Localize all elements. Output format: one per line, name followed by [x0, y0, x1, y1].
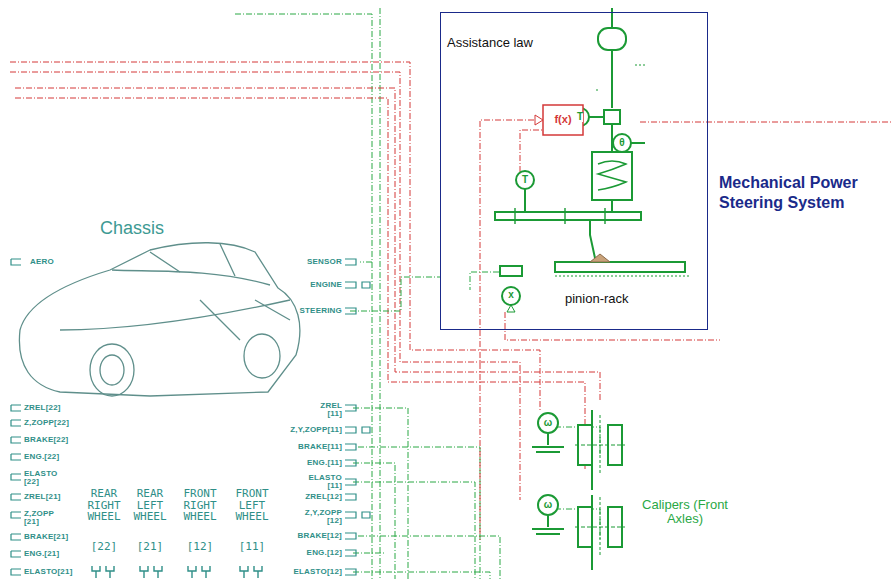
box-title: Assistance law: [447, 35, 533, 51]
port-name: BRAKE[12]: [298, 532, 342, 540]
group-label: Calipers (Front Axles): [635, 498, 735, 525]
port-name: Z,Y,ZOPP [12]: [296, 509, 342, 526]
port-name: Z,Y,ZOPP[11]: [290, 426, 342, 434]
symbol-letter: ω: [544, 418, 552, 429]
part-name: pinion-rack: [565, 292, 629, 306]
port-name: ELASTO[21]: [24, 568, 73, 576]
wheel-index: [11]: [239, 541, 266, 553]
port-name: BRAKE[22]: [24, 436, 68, 444]
wheel-index: [21]: [137, 541, 164, 553]
port-name: ZREL[21]: [24, 493, 61, 501]
symbol-letter: ω: [544, 500, 552, 511]
port-name: STEERING: [300, 307, 343, 315]
port-name: AERO: [30, 258, 54, 266]
port-name: Z,ZOPP[22]: [24, 419, 69, 427]
symbol-letter: θ: [619, 138, 624, 149]
port-name: Z,ZOPP [21]: [24, 510, 64, 527]
wheel-name: REAR LEFT WHEEL: [127, 488, 173, 523]
wheel-name: FRONT RIGHT WHEEL: [174, 488, 226, 523]
wheel-index: [12]: [187, 541, 214, 553]
port-name: ENG.[12]: [307, 549, 342, 557]
port-name: ENG.[22]: [24, 453, 59, 461]
system-heading: Mechanical Power Steering System: [719, 173, 884, 213]
port-name: ELASTO[12]: [293, 568, 342, 576]
symbol-letter: T: [522, 175, 528, 186]
port-name: SENSOR: [307, 258, 342, 266]
port-name: ZREL[12]: [305, 493, 342, 501]
wheel-index: [22]: [91, 541, 118, 553]
system-box: Assistance lawMechanical Power Steering …: [440, 12, 708, 330]
port-name: ENG.[21]: [24, 550, 59, 558]
symbol-letter: T: [577, 112, 583, 123]
port-name: ELASTO [22]: [24, 470, 58, 487]
port-name: BRAKE[11]: [298, 443, 342, 451]
symbol-letter: x: [508, 290, 514, 301]
port-name: ZREL[22]: [24, 404, 61, 412]
port-name: ZREL [11]: [308, 402, 342, 419]
wheel-name: FRONT LEFT WHEEL: [229, 488, 275, 523]
port-name: BRAKE[21]: [24, 533, 68, 541]
port-name: ENGINE: [310, 281, 342, 289]
chassis-block: Chassis: [5, 215, 350, 577]
signal-connector: [350, 277, 440, 311]
wheel-name: REAR RIGHT WHEEL: [81, 488, 127, 523]
symbol-letter: f(x): [554, 114, 571, 126]
port-name: ENG.[11]: [307, 459, 342, 467]
port-name: ELASTO [11]: [308, 474, 342, 491]
block-title: Chassis: [100, 217, 164, 240]
